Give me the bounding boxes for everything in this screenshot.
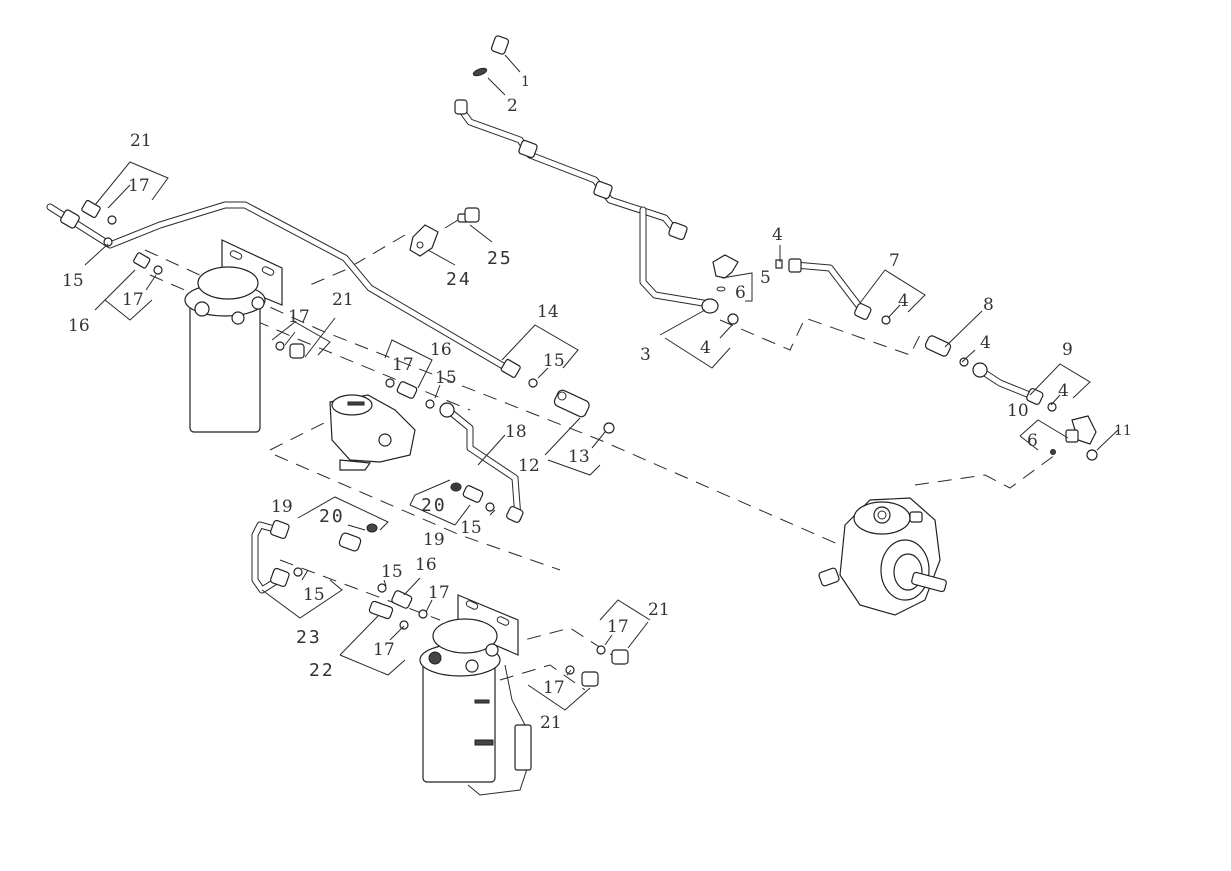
washer-2 [472,67,488,77]
washer [107,215,117,225]
callout-23: 23 [296,627,322,648]
callout-17: 17 [543,678,565,698]
washer [528,378,538,388]
callout-4: 4 [980,333,991,353]
callout-2: 2 [507,96,518,116]
callout-25: 25 [487,248,513,269]
lower-left-fittings [251,519,428,630]
pipe-nut [60,209,80,229]
callout-15: 15 [381,562,403,582]
banjo-bolt [81,199,101,219]
washer [103,237,113,247]
callout-1: 1 [521,74,530,90]
callout-17: 17 [128,176,150,196]
fitting-8 [924,335,952,357]
washer [153,265,163,275]
callout-20: 20 [319,506,345,527]
callout-4: 4 [898,291,909,311]
callout-17: 17 [607,617,629,637]
callout-8: 8 [983,295,994,315]
callout-17: 17 [392,355,414,375]
callout-20: 20 [421,495,447,516]
callout-17: 17 [122,290,144,310]
banjo-bolt-1 [490,35,510,55]
return-pipe-upper [46,199,538,388]
callout-4: 4 [772,225,783,245]
callout-21: 21 [332,290,354,310]
callout-10: 10 [1007,401,1029,421]
callout-19: 19 [271,497,293,517]
fuel-filter-upper [184,239,305,433]
callout-16: 16 [430,340,452,360]
callout-9: 9 [1062,340,1073,360]
callout-17: 17 [288,307,310,327]
leak-off-line [454,35,739,325]
fitting [133,252,151,269]
callout-15: 15 [303,585,325,605]
check-valve-12 [553,389,590,418]
callout-13: 13 [568,447,590,467]
plug [289,343,305,359]
callout-4: 4 [1058,381,1069,401]
callout-labels: 1 2 3 4 4 4 4 4 5 6 6 7 8 9 10 11 12 13 … [62,74,1132,733]
feed-pump-group [329,378,615,523]
callout-16: 16 [68,316,90,336]
callout-4: 4 [700,338,711,358]
callout-15: 15 [435,368,457,388]
callout-21: 21 [648,600,670,620]
callout-15: 15 [543,351,565,371]
callout-18: 18 [505,422,527,442]
callout-5: 5 [760,268,771,288]
callout-6: 6 [1027,431,1038,451]
callout-12: 12 [518,456,540,476]
callout-11: 11 [1114,423,1132,439]
callout-15: 15 [62,271,84,291]
callout-15: 15 [460,518,482,538]
pipe-nut [500,358,521,378]
callout-22: 22 [309,660,335,681]
callout-14: 14 [537,302,559,322]
high-pressure-pump [818,497,947,616]
callout-17: 17 [373,640,395,660]
clamp-24-bolt-25 [409,207,480,257]
callout-24: 24 [446,269,472,290]
fuel-filter-lower [419,594,629,796]
callout-7: 7 [889,251,900,271]
callout-19: 19 [423,530,445,550]
callout-21: 21 [540,713,562,733]
callout-6: 6 [735,283,746,303]
callout-16: 16 [415,555,437,575]
high-pressure-pipes [712,254,1098,461]
callout-3: 3 [640,345,651,365]
callout-17: 17 [428,583,450,603]
callout-21: 21 [130,131,152,151]
leader-lines [84,54,1119,711]
